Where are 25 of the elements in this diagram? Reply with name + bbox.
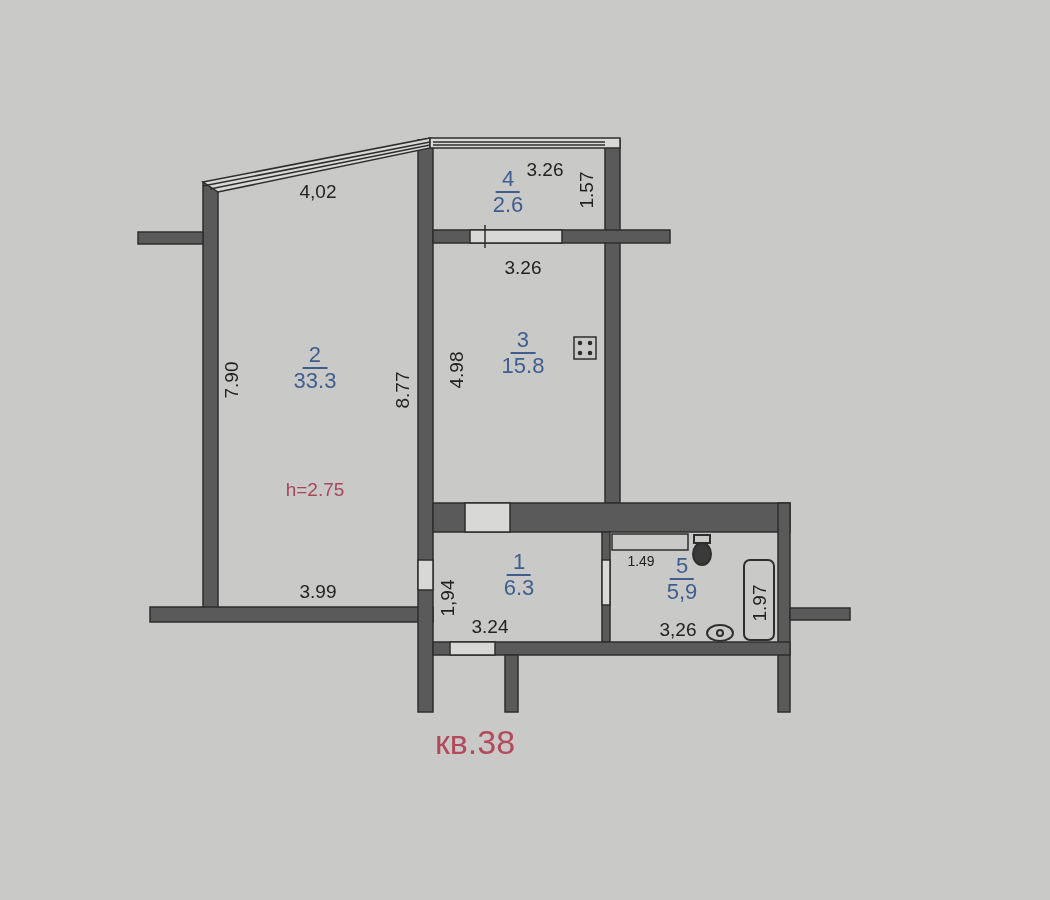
dimension-label: 8.77 xyxy=(393,371,413,409)
dimension-label: 3.26 xyxy=(526,160,564,180)
dimension-label: 3.99 xyxy=(299,582,337,602)
dimension-label: 4,02 xyxy=(299,182,337,202)
room-number: 2 xyxy=(302,343,328,369)
ceiling-height: h=2.75 xyxy=(285,480,345,500)
room-area: 5,9 xyxy=(666,580,698,604)
room-area: 6.3 xyxy=(503,576,535,600)
dimension-label: 1,94 xyxy=(438,579,458,617)
room-number: 5 xyxy=(669,554,695,580)
room-area: 33.3 xyxy=(293,369,337,393)
room-number: 1 xyxy=(506,550,532,576)
room-area: 2.6 xyxy=(492,193,524,217)
apartment-number: кв.38 xyxy=(434,722,516,762)
dimension-label: 1.49 xyxy=(627,552,655,571)
dimension-label: 3.24 xyxy=(471,617,509,637)
dimension-label: 3,26 xyxy=(659,620,697,640)
dimension-label: 1.97 xyxy=(750,584,770,622)
dimension-label: 1.57 xyxy=(577,171,597,209)
room-number: 4 xyxy=(495,167,521,193)
dimension-label: 3.26 xyxy=(504,258,542,278)
dimension-label: 7.90 xyxy=(222,361,242,399)
room-number: 3 xyxy=(510,328,536,354)
room-area: 15.8 xyxy=(501,354,545,378)
dimension-label: 4.98 xyxy=(447,351,467,389)
